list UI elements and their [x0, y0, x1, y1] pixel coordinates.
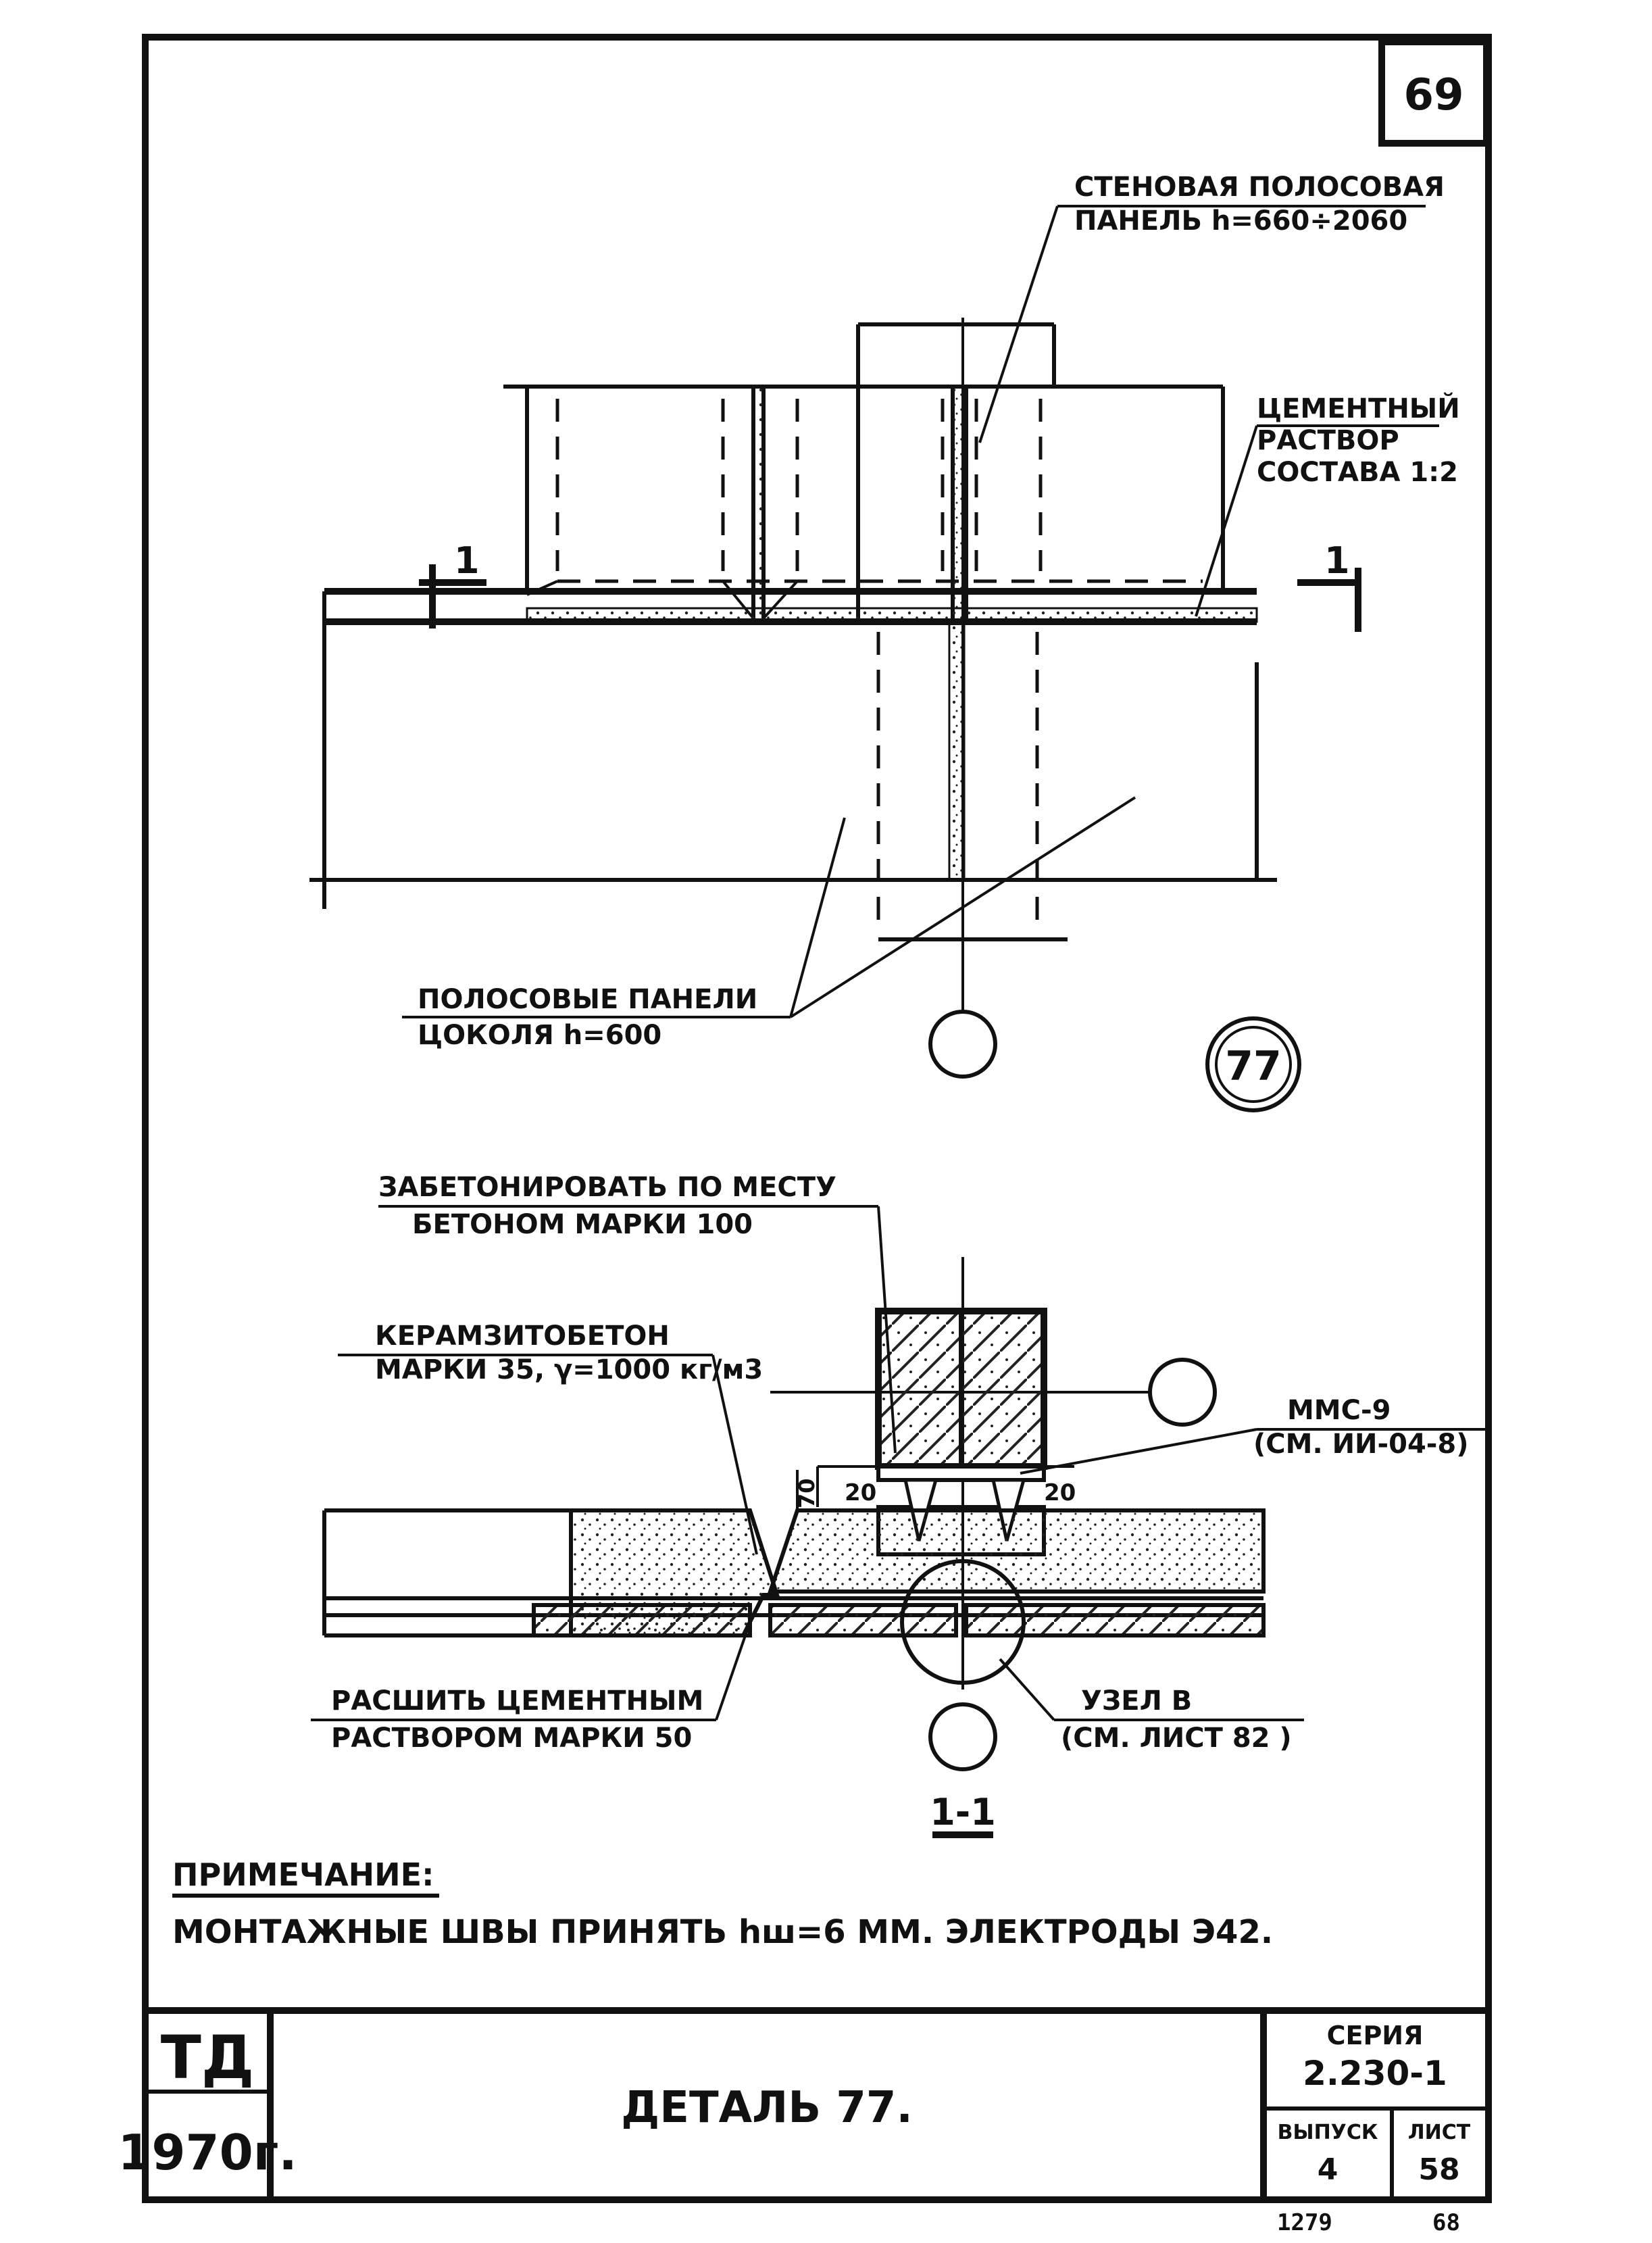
label-wall-panel-1: СТЕНОВАЯ ПОЛОСОВАЯ: [1074, 172, 1445, 203]
sheet-value: 58: [1418, 2152, 1459, 2187]
label-keramzit-2: МАРКИ 35, γ=1000 кг/м3: [375, 1354, 763, 1385]
section-title: 1-1: [930, 1791, 996, 1838]
dim-70: 70: [794, 1478, 820, 1508]
label-mortar-3: СОСТАВА 1:2: [1257, 457, 1458, 488]
issue-value: 4: [1318, 2152, 1338, 2187]
series-value: 2.230-1: [1303, 2054, 1447, 2093]
note-heading: ПРИМЕЧАНИЕ:: [172, 1856, 434, 1893]
title-block: ТД 1970г. ДЕТАЛЬ 77. СЕРИЯ 2.230-1 ВЫПУС…: [118, 2007, 1486, 2236]
label-mms-1: ММС-9: [1287, 1395, 1391, 1426]
label-node-2: (СМ. ЛИСТ 82 ): [1061, 1723, 1292, 1754]
issue-label: ВЫПУСК: [1278, 2121, 1378, 2144]
handwritten-left: 1279: [1277, 2209, 1332, 2236]
detail-bubble: 77: [1205, 1016, 1301, 1112]
section-mark-right: 1: [1297, 539, 1361, 632]
label-seam-1: РАСШИТЬ ЦЕМЕНТНЫМ: [331, 1685, 703, 1717]
wall-panels: [503, 322, 1225, 621]
series-label: СЕРИЯ: [1327, 2021, 1424, 2050]
label-concrete-2: БЕТОНОМ МАРКИ 100: [412, 1209, 753, 1240]
org-mark: ТД: [161, 2023, 254, 2092]
year: 1970г.: [118, 2124, 297, 2181]
section-mark-left: 1: [419, 539, 486, 628]
page-number: 69: [1403, 70, 1463, 120]
label-seam-2: РАСТВОРОМ МАРКИ 50: [331, 1723, 692, 1754]
svg-text:77: 77: [1225, 1043, 1282, 1090]
concrete-slab: [767, 1508, 1266, 1594]
drawing-title: ДЕТАЛЬ 77.: [621, 2083, 913, 2133]
note: ПРИМЕЧАНИЕ: МОНТАЖНЫЕ ШВЫ ПРИНЯТЬ hш=6 М…: [172, 1856, 1273, 1951]
axis-bubble-section-right: [1148, 1358, 1217, 1427]
plan-view: 1 1 77 СТЕНОВАЯ ПОЛОСОВАЯ ПАНЕЛЬ h=660÷2…: [309, 172, 1460, 1112]
sheet-label: ЛИСТ: [1408, 2121, 1471, 2144]
page-number-box: 69: [1378, 39, 1490, 147]
section-view: 70 20 20 ЗАБЕТОНИРОВАТЬ ПО МЕСТУ БЕТОНОМ…: [311, 1172, 1486, 1838]
label-plinth-2: ЦОКОЛЯ h=600: [418, 1020, 661, 1051]
handwritten-right: 68: [1432, 2209, 1460, 2236]
dim-20-right: 20: [1044, 1479, 1076, 1506]
svg-text:1: 1: [1324, 539, 1350, 582]
node-b-circle: [900, 1559, 1026, 1685]
note-text: МОНТАЖНЫЕ ШВЫ ПРИНЯТЬ hш=6 ММ. ЭЛЕКТРОДЫ…: [172, 1913, 1273, 1951]
sheet-frame: [142, 34, 1492, 2203]
label-concrete-1: ЗАБЕТОНИРОВАТЬ ПО МЕСТУ: [378, 1172, 836, 1203]
label-mortar-2: РАСТВОР: [1257, 425, 1399, 456]
label-mms-2: (СМ. ИИ-04-8): [1253, 1429, 1469, 1460]
label-wall-panel-2: ПАНЕЛЬ h=660÷2060: [1074, 205, 1407, 237]
svg-text:1-1: 1-1: [930, 1791, 996, 1833]
label-mortar-1: ЦЕМЕНТНЫЙ: [1257, 392, 1460, 424]
svg-text:1: 1: [454, 539, 480, 582]
plinth-panels: [309, 318, 1277, 1014]
label-plinth-1: ПОЛОСОВЫЕ ПАНЕЛИ: [418, 984, 757, 1015]
label-keramzit-1: КЕРАМЗИТОБЕТОН: [375, 1321, 670, 1352]
label-node-1: УЗЕЛ В: [1081, 1685, 1192, 1717]
dim-20-left: 20: [845, 1479, 876, 1506]
axis-bubble-plan: [928, 1010, 997, 1079]
axis-bubble-section: [928, 1702, 997, 1771]
